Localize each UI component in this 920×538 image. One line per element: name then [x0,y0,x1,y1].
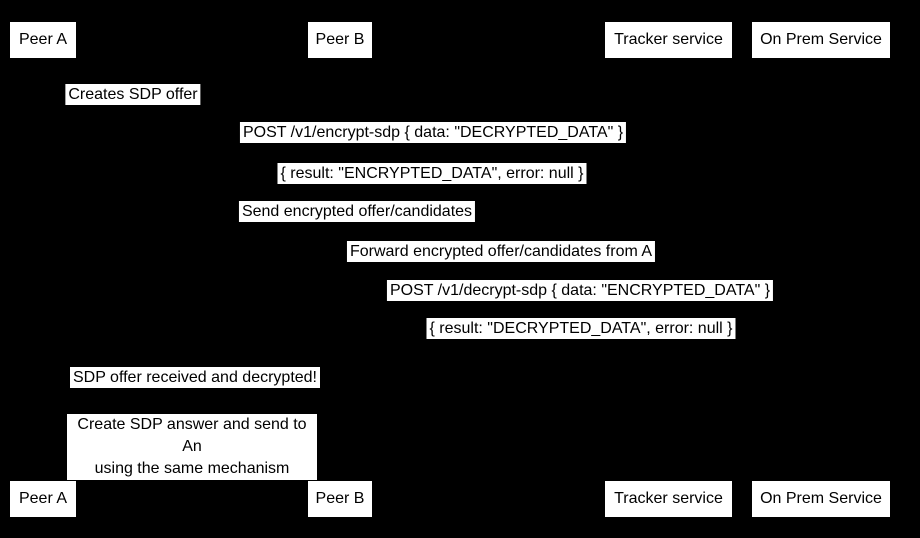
participant-peer-a-top: Peer A [10,22,76,58]
participant-peer-b-top: Peer B [308,22,372,58]
message-result-encrypted-data: { result: "ENCRYPTED_DATA", error: null … [277,163,587,184]
message-forward-encrypted-offer: Forward encrypted offer/candidates from … [346,241,656,262]
message-send-encrypted-offer: Send encrypted offer/candidates [238,201,476,222]
message-post-encrypt-sdp: POST /v1/encrypt-sdp { data: "DECRYPTED_… [239,122,627,143]
message-creates-sdp-offer: Creates SDP offer [65,84,201,105]
message-sdp-offer-received: SDP offer received and decrypted! [70,367,320,388]
message-result-decrypted-data: { result: "DECRYPTED_DATA", error: null … [426,318,736,339]
participant-tracker-service-bottom: Tracker service [605,481,732,517]
note-create-sdp-answer: Create SDP answer and send to An using t… [67,414,317,480]
participant-peer-b-bottom: Peer B [308,481,372,517]
participant-on-prem-service-top: On Prem Service [752,22,890,58]
participant-tracker-service-top: Tracker service [605,22,732,58]
participant-peer-a-bottom: Peer A [10,481,76,517]
message-post-decrypt-sdp: POST /v1/decrypt-sdp { data: "ENCRYPTED_… [386,280,774,301]
participant-on-prem-service-bottom: On Prem Service [752,481,890,517]
